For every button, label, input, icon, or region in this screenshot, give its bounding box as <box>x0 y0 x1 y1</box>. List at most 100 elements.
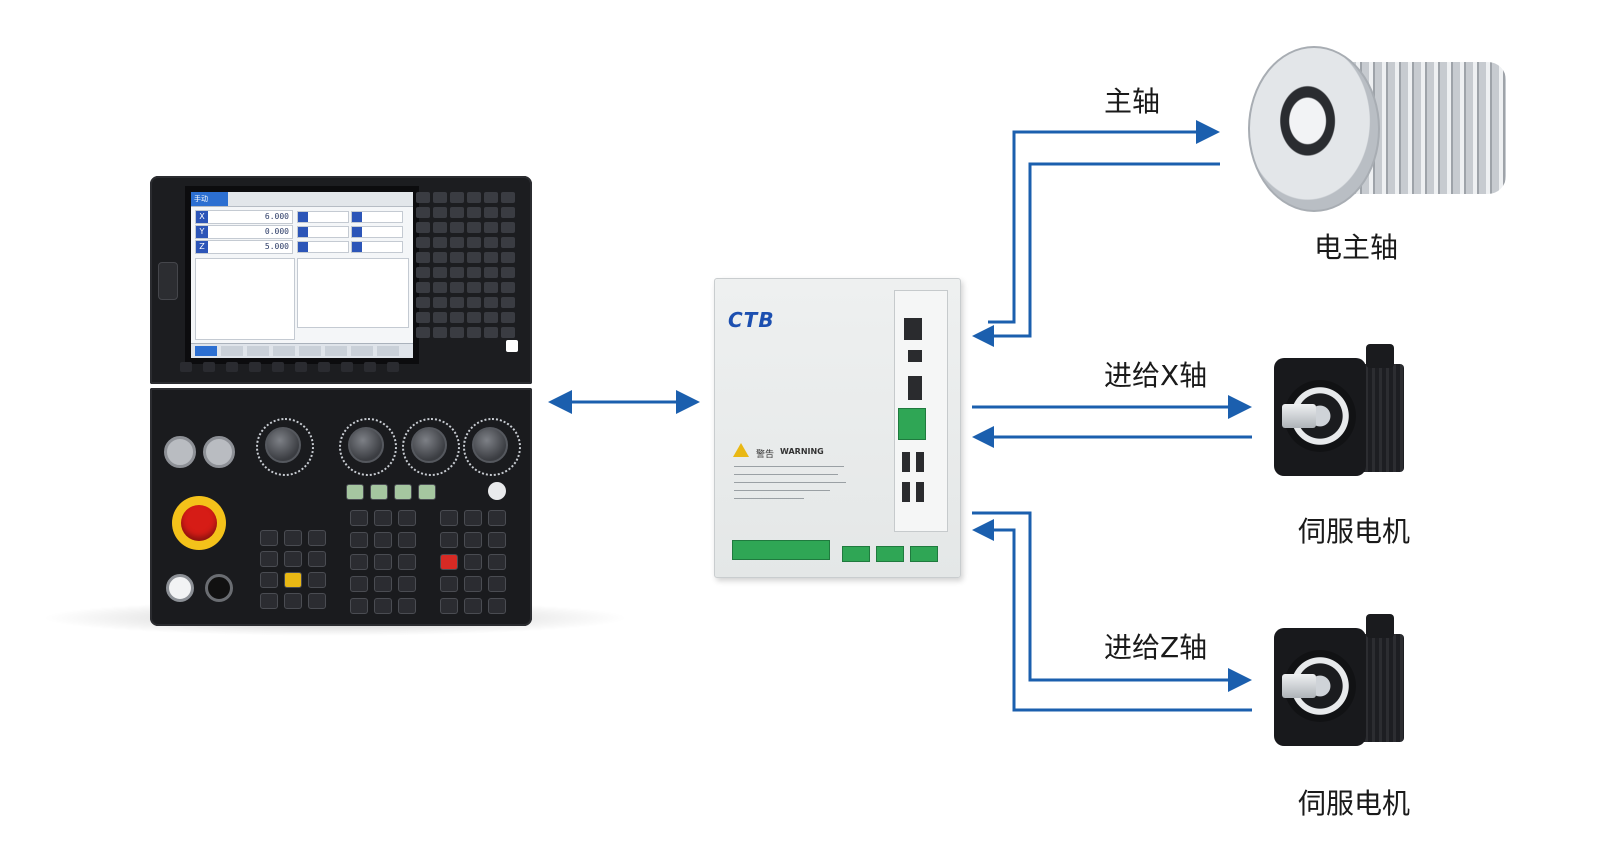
keypad-key[interactable] <box>433 222 447 233</box>
operator-key[interactable] <box>418 484 436 500</box>
program-protect-key[interactable] <box>488 482 506 500</box>
keypad-key[interactable] <box>501 327 515 338</box>
keypad-key[interactable] <box>501 207 515 218</box>
keypad-key[interactable] <box>501 252 515 263</box>
operator-key[interactable] <box>464 554 482 570</box>
cycle-start-button[interactable] <box>166 574 194 602</box>
keypad-key[interactable] <box>450 237 464 248</box>
operator-key[interactable] <box>350 532 368 548</box>
operator-key[interactable] <box>464 510 482 526</box>
keypad-key[interactable] <box>501 312 515 323</box>
operator-key[interactable] <box>284 572 302 588</box>
spindle-override-knob[interactable] <box>472 427 508 463</box>
keypad-key[interactable] <box>433 312 447 323</box>
operator-key[interactable] <box>398 510 416 526</box>
operator-key[interactable] <box>398 598 416 614</box>
keypad-key[interactable] <box>484 312 498 323</box>
function-key[interactable] <box>272 362 284 372</box>
operator-key[interactable] <box>488 598 506 614</box>
keypad-key[interactable] <box>484 282 498 293</box>
operator-key[interactable] <box>374 510 392 526</box>
keypad-key[interactable] <box>433 252 447 263</box>
softkey-tab[interactable] <box>325 346 347 356</box>
keypad-key[interactable] <box>484 207 498 218</box>
keypad-key[interactable] <box>484 237 498 248</box>
operator-key[interactable] <box>350 598 368 614</box>
function-key[interactable] <box>249 362 261 372</box>
operator-key[interactable] <box>440 532 458 548</box>
operator-key[interactable] <box>464 598 482 614</box>
operator-key[interactable] <box>394 484 412 500</box>
keypad-key[interactable] <box>416 297 430 308</box>
keypad-key[interactable] <box>416 207 430 218</box>
function-key[interactable] <box>387 362 399 372</box>
keypad-key[interactable] <box>433 267 447 278</box>
operator-key[interactable] <box>488 510 506 526</box>
keypad-key[interactable] <box>467 267 481 278</box>
keypad-key[interactable] <box>484 327 498 338</box>
operator-key[interactable] <box>440 554 458 570</box>
keypad-key[interactable] <box>450 327 464 338</box>
function-key[interactable] <box>203 362 215 372</box>
operator-key[interactable] <box>464 532 482 548</box>
softkey-tab[interactable] <box>299 346 321 356</box>
operator-key[interactable] <box>374 576 392 592</box>
keypad-key[interactable] <box>416 312 430 323</box>
operator-key[interactable] <box>350 576 368 592</box>
operator-key[interactable] <box>260 551 278 567</box>
operator-key[interactable] <box>308 530 326 546</box>
function-key[interactable] <box>180 362 192 372</box>
operator-key[interactable] <box>346 484 364 500</box>
operator-key[interactable] <box>374 554 392 570</box>
operator-key[interactable] <box>374 598 392 614</box>
operator-key[interactable] <box>308 551 326 567</box>
keypad-key[interactable] <box>501 282 515 293</box>
keypad-key[interactable] <box>467 282 481 293</box>
keypad-key[interactable] <box>484 267 498 278</box>
keypad-key[interactable] <box>450 312 464 323</box>
softkey-tab[interactable] <box>195 346 217 356</box>
operator-key[interactable] <box>488 532 506 548</box>
function-key[interactable] <box>226 362 238 372</box>
keypad-key[interactable] <box>501 192 515 203</box>
keypad-key[interactable] <box>416 267 430 278</box>
keypad-key[interactable] <box>416 252 430 263</box>
keypad-key[interactable] <box>467 237 481 248</box>
keypad-key[interactable] <box>501 222 515 233</box>
keypad-key[interactable] <box>501 267 515 278</box>
function-key[interactable] <box>295 362 307 372</box>
keypad-key[interactable] <box>433 282 447 293</box>
feedrate-override-knob[interactable] <box>348 427 384 463</box>
keypad-key[interactable] <box>433 207 447 218</box>
operator-key[interactable] <box>260 593 278 609</box>
rapid-override-knob[interactable] <box>411 427 447 463</box>
keypad-key[interactable] <box>467 327 481 338</box>
mode-knob[interactable] <box>265 427 301 463</box>
operator-key[interactable] <box>398 576 416 592</box>
operator-key[interactable] <box>284 593 302 609</box>
keypad-key[interactable] <box>433 327 447 338</box>
keypad-key[interactable] <box>450 267 464 278</box>
keypad-key[interactable] <box>433 297 447 308</box>
operator-key[interactable] <box>350 510 368 526</box>
keypad-key[interactable] <box>467 207 481 218</box>
operator-key[interactable] <box>440 598 458 614</box>
operator-key[interactable] <box>370 484 388 500</box>
keypad-key[interactable] <box>450 252 464 263</box>
operator-key[interactable] <box>260 572 278 588</box>
softkey-tab[interactable] <box>221 346 243 356</box>
keypad-key[interactable] <box>467 192 481 203</box>
keypad-key[interactable] <box>467 312 481 323</box>
keypad-key[interactable] <box>416 237 430 248</box>
keypad-key[interactable] <box>416 327 430 338</box>
function-key[interactable] <box>341 362 353 372</box>
power-off-button[interactable] <box>203 436 235 468</box>
function-key[interactable] <box>364 362 376 372</box>
keypad-key[interactable] <box>484 252 498 263</box>
operator-key[interactable] <box>464 576 482 592</box>
keypad-key[interactable] <box>416 222 430 233</box>
keypad-key[interactable] <box>450 297 464 308</box>
cycle-stop-button[interactable] <box>205 574 233 602</box>
keypad-key[interactable] <box>416 192 430 203</box>
power-on-button[interactable] <box>164 436 196 468</box>
